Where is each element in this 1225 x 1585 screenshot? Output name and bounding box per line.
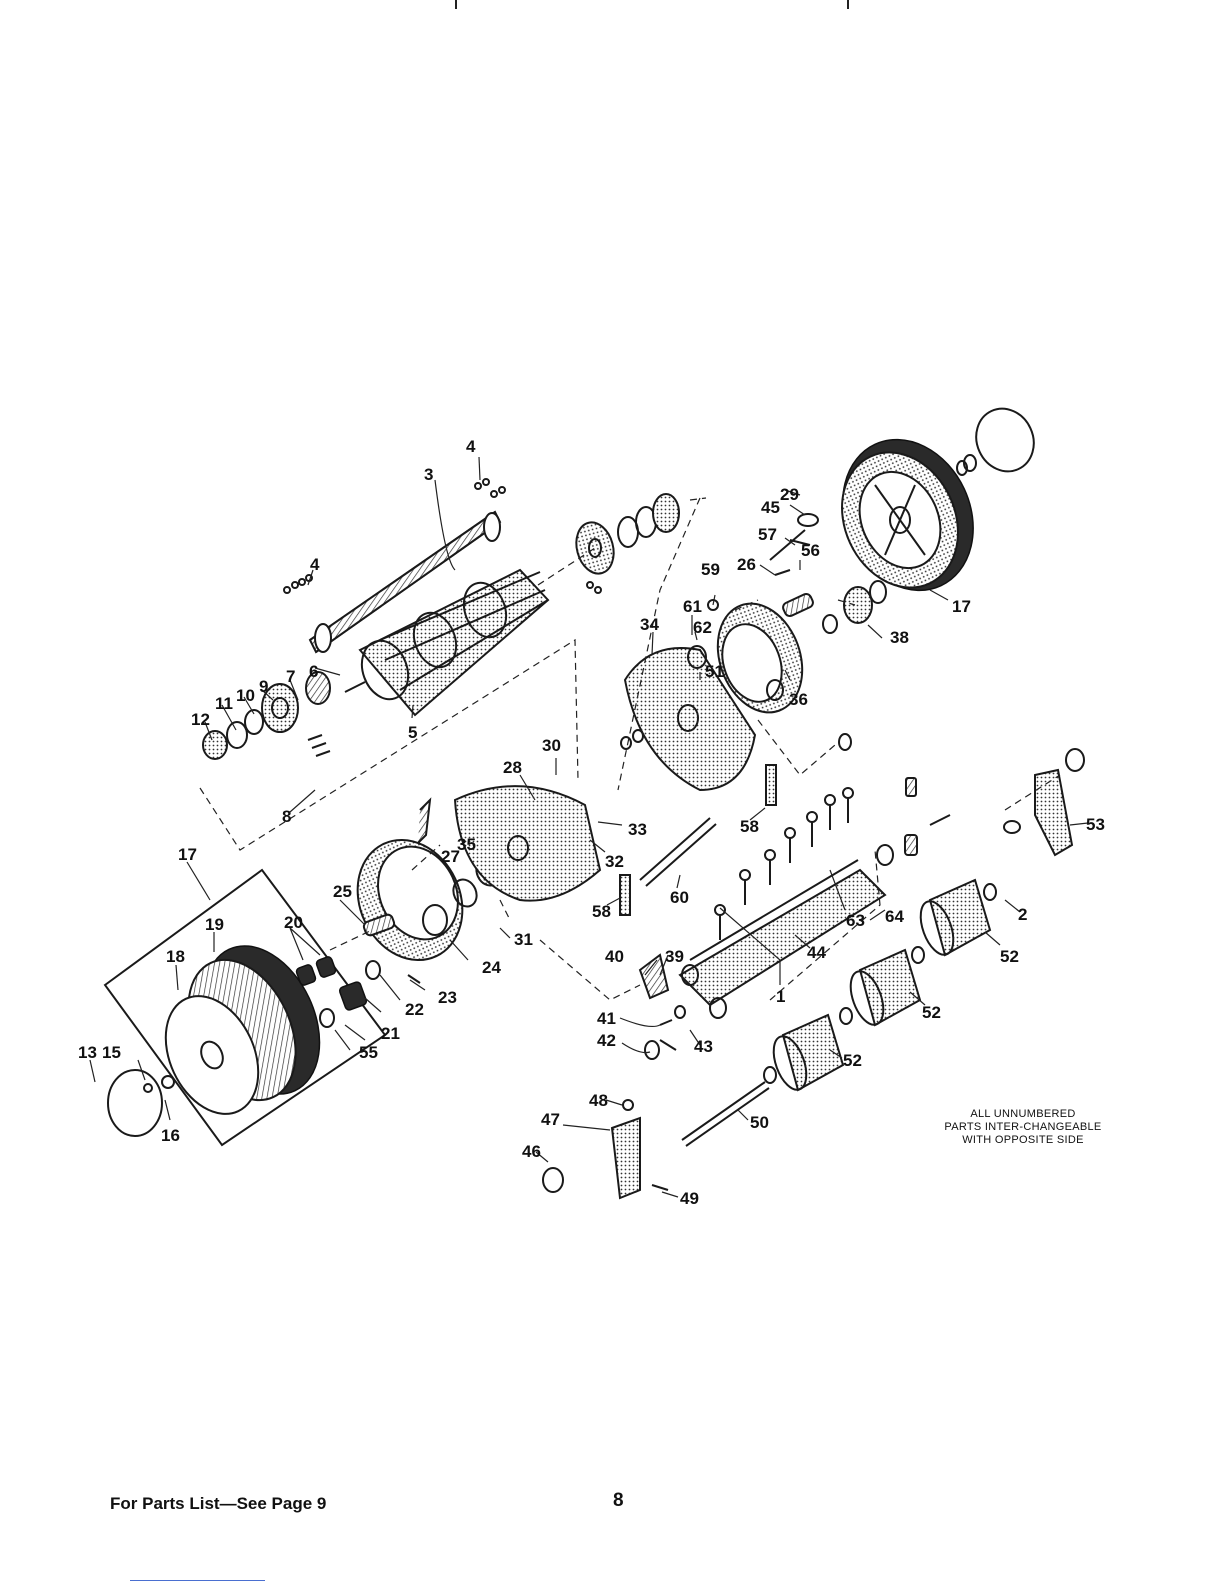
callout-17-left: 17 (178, 845, 197, 864)
callout-2: 2 (1018, 905, 1027, 924)
callout-36: 36 (789, 690, 808, 709)
callout-38: 38 (890, 628, 909, 647)
callout-60: 60 (670, 888, 689, 907)
wheel-right (819, 399, 1044, 612)
callout-52-bottom: 52 (843, 1051, 862, 1070)
callout-1: 1 (776, 987, 785, 1006)
callout-16: 16 (161, 1126, 180, 1145)
callout-39: 39 (665, 947, 684, 966)
note-line-3: WITH OPPOSITE SIDE (933, 1134, 1113, 1147)
callout-33: 33 (628, 820, 647, 839)
callout-8: 8 (282, 807, 291, 826)
callout-57: 57 (758, 525, 777, 544)
callout-53: 53 (1086, 815, 1105, 834)
callout-31: 31 (514, 930, 533, 949)
callout-3: 3 (424, 465, 433, 484)
callout-61: 61 (683, 597, 702, 616)
callout-29: 29 (780, 485, 799, 504)
callout-49: 49 (680, 1189, 699, 1208)
callout-63: 63 (846, 911, 865, 930)
callout-21: 21 (381, 1024, 400, 1043)
callout-19: 19 (205, 915, 224, 934)
callout-58-right: 58 (740, 817, 759, 836)
page-number: 8 (613, 1490, 624, 1512)
callout-35: 35 (457, 835, 476, 854)
callout-13: 13 (78, 1043, 97, 1062)
wheel-assembly-left (105, 870, 385, 1145)
callout-4-left: 4 (310, 555, 320, 574)
callout-4-top: 4 (466, 437, 476, 456)
callout-28: 28 (503, 758, 522, 777)
note-line-2: PARTS INTER-CHANGEABLE (933, 1121, 1113, 1134)
callout-25: 25 (333, 882, 352, 901)
callout-62: 62 (693, 618, 712, 637)
callout-34: 34 (640, 615, 659, 634)
callout-51: 51 (705, 662, 724, 681)
callout-43: 43 (694, 1037, 713, 1056)
callout-32: 32 (605, 852, 624, 871)
callout-24: 24 (482, 958, 501, 977)
reel-bearing-parts-right (571, 494, 679, 593)
callout-52-top: 52 (1000, 947, 1019, 966)
callout-48: 48 (589, 1091, 608, 1110)
callout-52-middle: 52 (922, 1003, 941, 1022)
callout-5: 5 (408, 723, 417, 742)
callout-56: 56 (801, 541, 820, 560)
callout-40: 40 (605, 947, 624, 966)
callout-55: 55 (359, 1043, 378, 1062)
callout-17-right: 17 (952, 597, 971, 616)
callout-26: 26 (737, 555, 756, 574)
parts-list-reference: For Parts List—See Page 9 (110, 1494, 326, 1514)
note-line-1: ALL UNNUMBERED (933, 1108, 1113, 1121)
callout-64: 64 (885, 907, 904, 926)
callout-45: 45 (761, 498, 780, 517)
callout-22: 22 (405, 1000, 424, 1019)
callout-15: 15 (102, 1043, 121, 1062)
callout-23: 23 (438, 988, 457, 1007)
callout-12: 12 (191, 710, 210, 729)
interchangeable-parts-note: ALL UNNUMBERED PARTS INTER-CHANGEABLE WI… (933, 1108, 1113, 1147)
callout-41: 41 (597, 1009, 616, 1028)
callout-47: 47 (541, 1110, 560, 1129)
callout-7: 7 (286, 667, 295, 686)
callout-18: 18 (166, 947, 185, 966)
callout-10: 10 (236, 686, 255, 705)
scan-artifact-line (130, 1580, 265, 1581)
callout-20: 20 (284, 913, 303, 932)
callout-42: 42 (597, 1031, 616, 1050)
callout-30: 30 (542, 736, 561, 755)
callout-59: 59 (701, 560, 720, 579)
callout-6: 6 (309, 662, 318, 681)
callout-11: 11 (215, 694, 233, 713)
callout-46: 46 (522, 1142, 541, 1161)
side-frame-left (338, 786, 600, 977)
reel-assembly (310, 512, 548, 715)
callout-50: 50 (750, 1113, 769, 1132)
callout-9: 9 (259, 677, 268, 696)
callout-44: 44 (807, 943, 826, 962)
callout-58-left: 58 (592, 902, 611, 921)
